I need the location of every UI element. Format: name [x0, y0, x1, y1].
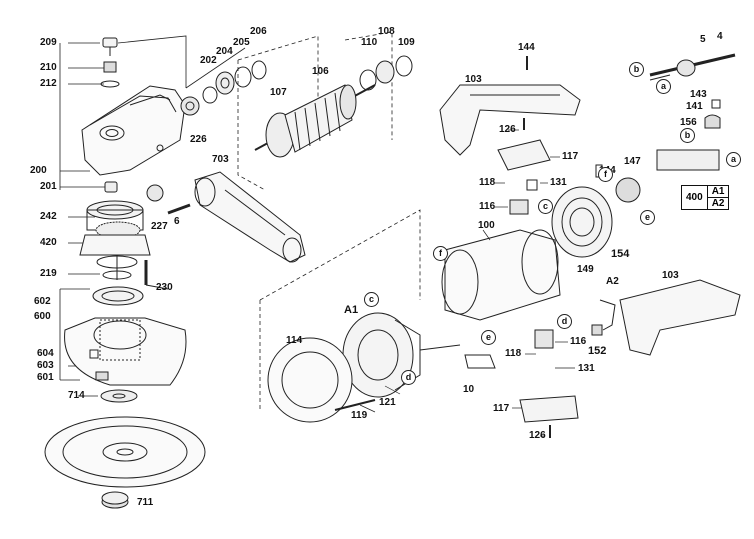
part-label-714: 714 [68, 390, 85, 401]
part-label-143: 143 [690, 89, 707, 100]
bevel-gears-and-screws [144, 96, 200, 290]
part-label-117-top: 117 [562, 151, 579, 162]
part-label-131-top: 131 [550, 177, 567, 188]
armature-107 [254, 55, 413, 158]
callout-e-bearing: e [640, 210, 655, 225]
part-label-141: 141 [686, 101, 703, 112]
callout-e-lead: e [481, 330, 496, 345]
part-label-116-lower: 116 [570, 336, 587, 347]
part-label-144-top: 144 [518, 42, 535, 53]
part-label-114: 114 [286, 335, 303, 346]
part-label-154: 154 [611, 248, 630, 260]
part-label-200: 200 [30, 165, 47, 176]
part-label-600: 600 [34, 311, 51, 322]
spindle-lock-parts [100, 37, 120, 193]
part-label-116-top: 116 [479, 201, 496, 212]
part-label-A2-handle: A2 [606, 276, 619, 287]
handle-half-103-upper [439, 56, 581, 156]
part-label-209: 209 [40, 37, 57, 48]
part-label-103-lower: 103 [662, 270, 679, 281]
part-label-202: 202 [200, 55, 217, 66]
fan-baffle-154 [551, 177, 641, 258]
callout-f-lead: f [433, 246, 448, 261]
part-label-131-lower: 131 [578, 363, 595, 374]
part-label-110: 110 [361, 37, 378, 48]
part-label-118-lower: 118 [505, 348, 522, 359]
part-label-210: 210 [40, 62, 57, 73]
kit-table-400: 400 A1 A2 [681, 185, 730, 210]
flange-gear-assembly [79, 200, 151, 280]
part-label-109: 109 [398, 37, 415, 48]
part-label-108: 108 [378, 26, 395, 37]
kit-code: 400 [681, 185, 708, 210]
part-label-6: 6 [174, 216, 180, 227]
part-label-230: 230 [156, 282, 173, 293]
kit-row-a2: A2 [706, 197, 730, 210]
part-label-205: 205 [233, 37, 250, 48]
part-label-107: 107 [270, 87, 287, 98]
power-cord-assembly [649, 53, 736, 171]
callout-b-cord: b [629, 62, 644, 77]
part-label-147: 147 [624, 156, 641, 167]
part-label-711: 711 [137, 497, 154, 508]
part-label-604: 604 [37, 348, 54, 359]
part-label-119: 119 [351, 410, 368, 421]
part-label-117-lower: 117 [493, 403, 510, 414]
callout-c-brush: c [538, 199, 553, 214]
handle-half-103-lower [591, 279, 741, 356]
part-label-149: 149 [577, 264, 594, 275]
part-label-103-top: 103 [465, 74, 482, 85]
callout-a-cord: a [656, 79, 671, 94]
part-label-420: 420 [40, 237, 57, 248]
callout-d-lead: d [401, 370, 416, 385]
leader-lines [359, 129, 575, 437]
callout-f-screw: f [598, 167, 613, 182]
baffle-114 [267, 337, 353, 423]
part-label-227: 227 [151, 221, 168, 232]
part-label-703: 703 [212, 154, 229, 165]
switch-parts [497, 118, 603, 215]
part-label-100: 100 [478, 220, 495, 231]
part-label-602: 602 [34, 296, 51, 307]
part-label-106: 106 [312, 66, 329, 77]
part-label-206: 206 [250, 26, 267, 37]
wheel-disc-and-nuts [44, 389, 206, 509]
part-label-5: 5 [700, 34, 706, 45]
brush-holder-parts [334, 329, 579, 438]
part-label-219: 219 [40, 268, 57, 279]
callout-d-brush: d [557, 314, 572, 329]
part-label-121: 121 [379, 397, 396, 408]
part-label-603: 603 [37, 360, 54, 371]
part-label-204: 204 [216, 46, 233, 57]
part-label-4: 4 [717, 31, 723, 42]
part-label-201: 201 [40, 181, 57, 192]
motor-housing-100 [441, 229, 561, 321]
part-label-226: 226 [190, 134, 207, 145]
side-handle-703 [194, 171, 306, 263]
part-label-118-top: 118 [479, 177, 496, 188]
part-label-152: 152 [588, 345, 607, 357]
part-label-242: 242 [40, 211, 57, 222]
wheel-guard-600 [64, 286, 187, 386]
callout-c-lead: c [364, 292, 379, 307]
part-label-156: 156 [680, 117, 697, 128]
part-label-A1-stator: A1 [344, 304, 359, 316]
part-label-212: 212 [40, 78, 57, 89]
part-label-126-lower: 126 [529, 430, 546, 441]
callout-a-plate: a [726, 152, 741, 167]
callout-b-plate: b [680, 128, 695, 143]
part-label-126-top: 126 [499, 124, 516, 135]
part-label-10: 10 [463, 384, 475, 395]
bearing-rings [202, 60, 267, 104]
kit-row-a1: A1 [706, 185, 730, 198]
stator-A1 [342, 312, 461, 398]
gear-housing-200 [81, 85, 186, 176]
part-label-601: 601 [37, 372, 54, 383]
